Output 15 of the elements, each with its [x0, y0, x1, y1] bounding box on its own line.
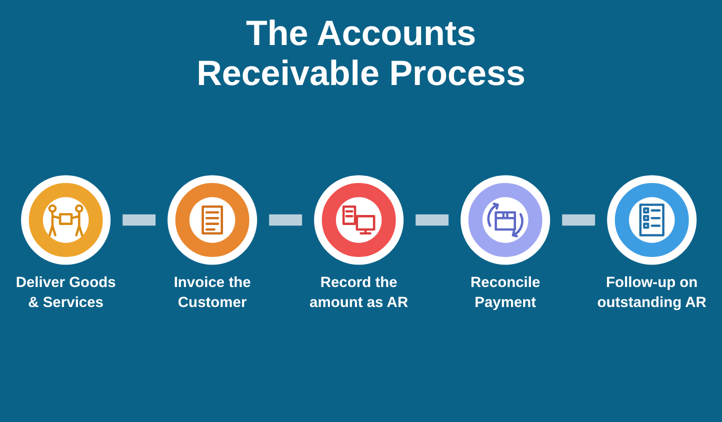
- connector: [269, 214, 302, 226]
- node-circle: [168, 175, 258, 265]
- node-circle: [460, 175, 550, 265]
- connector: [562, 214, 596, 226]
- node-label: Follow-up on outstanding AR: [597, 274, 706, 310]
- node-label: Reconcile Payment: [470, 274, 540, 310]
- node-label: Record the amount as AR: [310, 274, 408, 310]
- node-label: Invoice the Customer: [174, 274, 251, 310]
- connector: [416, 214, 449, 226]
- title: The Accounts Receivable Process: [196, 14, 526, 94]
- node-circle: [21, 175, 111, 265]
- node-circle: [314, 175, 404, 265]
- node-label: Deliver Goods & Services: [16, 274, 116, 310]
- connector: [122, 214, 156, 226]
- node-circle: [607, 175, 697, 265]
